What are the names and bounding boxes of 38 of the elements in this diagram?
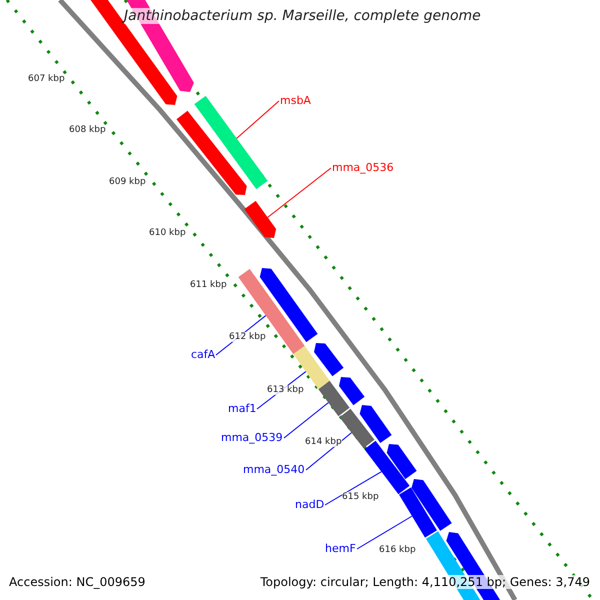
gene-label: mma_0540	[243, 463, 305, 476]
leader-line	[324, 471, 382, 506]
leader-line	[267, 168, 332, 218]
gene-segment	[244, 200, 276, 238]
scale-label: 616 kbp	[379, 545, 416, 555]
scale-label: 612 kbp	[229, 332, 266, 342]
gene-label: mma_0536	[332, 161, 394, 174]
gene-segment	[314, 343, 344, 376]
gene-segment	[194, 96, 268, 190]
gene-label: nadD	[295, 498, 324, 511]
gene-segment	[360, 405, 392, 443]
scale-label: 611 kbp	[190, 280, 227, 290]
gene-segment	[339, 377, 365, 406]
gene-label: msbA	[280, 94, 311, 107]
title: Janthinobacterium sp. Marseille, complete genome	[124, 8, 481, 24]
leader-line	[236, 100, 280, 139]
scale-label: 610 kbp	[149, 228, 186, 238]
leader-line	[306, 432, 352, 470]
genome-summary: Topology: circular; Length: 4,110,251 bp; Genes: 3,749	[260, 575, 590, 589]
scale-label: 614 kbp	[305, 437, 342, 447]
gene-label: maf1	[228, 402, 256, 415]
gene-segment	[386, 444, 417, 480]
gene-segment	[176, 110, 247, 195]
scale-label: 608 kbp	[69, 125, 106, 135]
accession-text: Accession: NC_009659	[9, 575, 146, 589]
gene-label: cafA	[191, 348, 216, 361]
gene-segment	[318, 380, 350, 416]
scale-label: 613 kbp	[267, 385, 304, 395]
gene-label: hemF	[325, 542, 356, 555]
gene-segment	[399, 487, 437, 538]
scale-label: 607 kbp	[28, 74, 65, 84]
gene-label: mma_0539	[221, 431, 283, 444]
leader-line	[284, 402, 329, 438]
scale-label: 609 kbp	[109, 177, 146, 187]
scale-label: 615 kbp	[342, 492, 379, 502]
leader-line	[356, 516, 412, 550]
gene-segment	[412, 479, 452, 531]
gene-segment	[340, 408, 374, 448]
